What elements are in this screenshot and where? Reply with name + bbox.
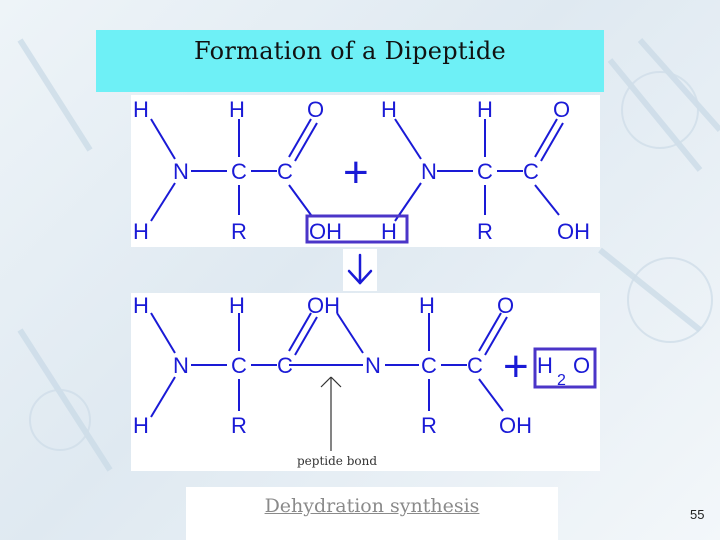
atom-c: C: [277, 159, 293, 184]
reactants-structure: H H O N C C H R OH H H O N C C H R OH +: [133, 97, 590, 244]
water-h: H: [537, 353, 553, 378]
atom-c: C: [477, 159, 493, 184]
atom-h: H: [133, 293, 149, 318]
reactants-panel: H H O N C C H R OH H H O N C C H R OH +: [131, 95, 600, 247]
atom-h: H: [477, 97, 493, 122]
water-subscript: 2: [557, 372, 566, 389]
atom-r: R: [421, 413, 437, 438]
atom-h: H: [133, 97, 149, 122]
atom-n: N: [173, 353, 189, 378]
atom-o: O: [307, 97, 324, 122]
water-removal-highlight: [305, 214, 409, 244]
atom-h: H: [133, 413, 149, 438]
atom-c: C: [467, 353, 483, 378]
atom-n: N: [365, 353, 381, 378]
water-o: O: [573, 353, 590, 378]
atom-oh: OH: [307, 293, 340, 318]
atom-h: H: [381, 97, 397, 122]
atom-n: N: [421, 159, 437, 184]
atom-h: H: [229, 293, 245, 318]
title-banner: Formation of a Dipeptide: [96, 30, 604, 92]
atom-c: C: [231, 159, 247, 184]
plus-sign: +: [503, 342, 529, 391]
plus-sign: +: [343, 148, 369, 197]
caption-box: Dehydration synthesis: [186, 487, 558, 540]
atom-o: O: [497, 293, 514, 318]
peptide-bond-label: peptide bond: [297, 454, 377, 468]
atom-n: N: [173, 159, 189, 184]
atom-oh: OH: [499, 413, 532, 438]
atom-oh: OH: [557, 219, 590, 244]
atom-h: H: [381, 219, 397, 244]
atom-c: C: [231, 353, 247, 378]
atom-o: O: [553, 97, 570, 122]
atom-r: R: [477, 219, 493, 244]
atom-c: C: [277, 353, 293, 378]
atom-h: H: [229, 97, 245, 122]
products-panel: peptide bond H H OH H O N C C N C C H R …: [131, 293, 600, 471]
atom-c: C: [523, 159, 539, 184]
atom-h: H: [133, 219, 149, 244]
atom-c: C: [421, 353, 437, 378]
caption-link[interactable]: Dehydration synthesis: [264, 495, 480, 517]
reaction-arrow-box: [343, 249, 377, 291]
slide-number: 55: [690, 507, 705, 522]
down-arrow-icon: [347, 253, 373, 285]
products-structure: peptide bond H H OH H O N C C N C C H R …: [133, 293, 597, 468]
atom-r: R: [231, 219, 247, 244]
atom-h: H: [419, 293, 435, 318]
atom-r: R: [231, 413, 247, 438]
slide-title: Formation of a Dipeptide: [193, 37, 507, 65]
water-highlight: [533, 347, 597, 389]
atom-oh: OH: [309, 219, 342, 244]
